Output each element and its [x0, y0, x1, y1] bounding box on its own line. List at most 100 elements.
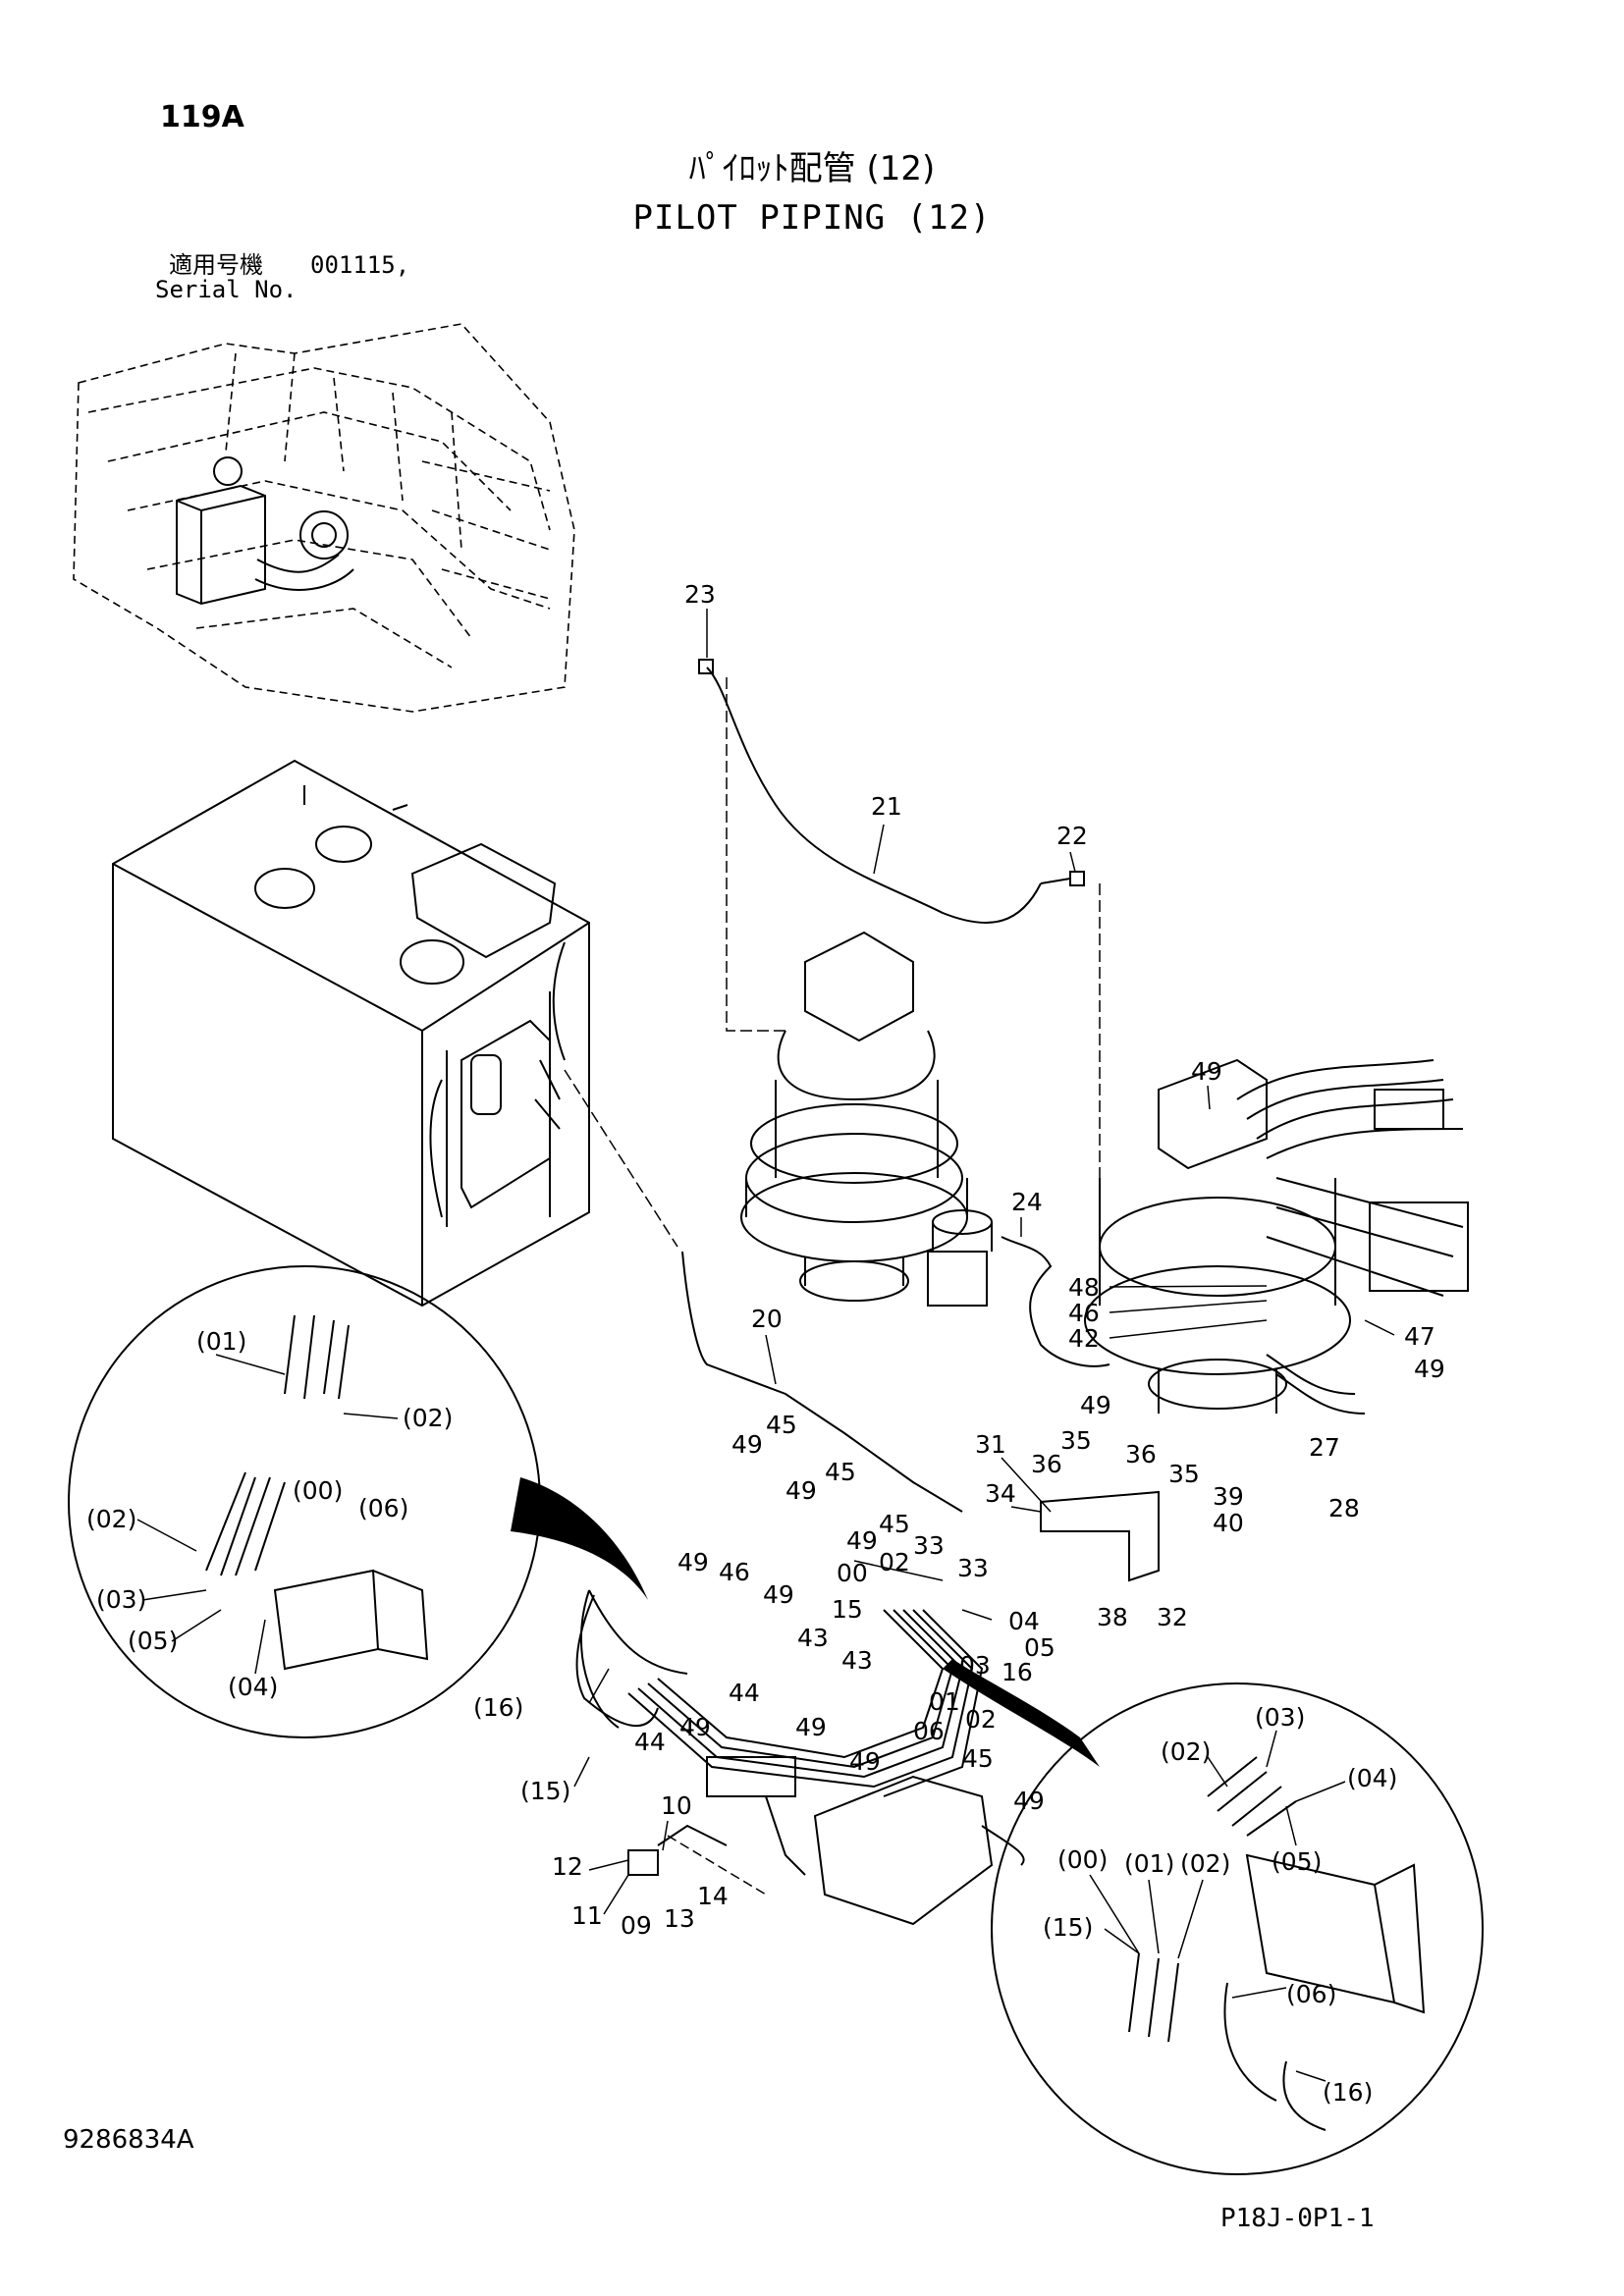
callout-45-c: 45 [879, 1510, 910, 1538]
callout-15-paren: (15) [520, 1777, 570, 1805]
fitting-22 [1069, 871, 1085, 886]
machine-overview [73, 323, 575, 713]
detail-left-01: (01) [196, 1327, 246, 1356]
callout-46-b: 46 [719, 1558, 750, 1586]
callout-35-a: 35 [1060, 1426, 1092, 1455]
callout-49-e: 49 [785, 1476, 817, 1505]
callout-00: 00 [837, 1559, 868, 1587]
callout-45-d: 45 [962, 1744, 994, 1773]
swing-motor-left [740, 931, 968, 1302]
callout-05: 05 [1024, 1633, 1056, 1662]
detail-left-02-b: (02) [86, 1505, 136, 1533]
callout-20: 20 [751, 1305, 783, 1333]
callout-10: 10 [661, 1791, 692, 1820]
detail-right-01: (01) [1124, 1849, 1174, 1878]
detail-right-16: (16) [1323, 2078, 1373, 2107]
detail-left-04: (04) [228, 1673, 278, 1701]
callout-03: 03 [959, 1651, 991, 1680]
callout-35-b: 35 [1168, 1460, 1200, 1488]
hydraulic-tank [112, 759, 590, 1308]
callout-49-h: 49 [763, 1580, 794, 1609]
serial-label-japanese: 適用号機 [169, 251, 263, 279]
callout-31: 31 [975, 1430, 1006, 1459]
callout-45-a: 45 [766, 1411, 797, 1439]
callout-40: 40 [1213, 1509, 1244, 1537]
callout-13: 13 [664, 1904, 695, 1933]
detail-left-03: (03) [96, 1585, 146, 1614]
callout-49-a: 49 [1191, 1057, 1222, 1086]
callout-32: 32 [1157, 1603, 1188, 1631]
hose-16 [575, 1594, 659, 1727]
callout-33-a: 33 [913, 1531, 945, 1560]
callout-44-b: 44 [634, 1728, 666, 1756]
small-valve-24 [927, 1209, 1110, 1367]
callout-04: 04 [1008, 1607, 1040, 1635]
callout-23: 23 [684, 580, 716, 609]
callout-49-k: 49 [849, 1747, 881, 1776]
callout-49-j: 49 [795, 1713, 827, 1741]
callout-36-a: 36 [1031, 1450, 1062, 1478]
detail-left-02-a: (02) [403, 1404, 453, 1432]
detail-left-05: (05) [128, 1627, 178, 1655]
callout-15: 15 [832, 1595, 863, 1624]
callout-49-c: 49 [1080, 1391, 1111, 1419]
callout-49-b: 49 [1414, 1355, 1445, 1383]
callout-49-i: 49 [679, 1713, 711, 1741]
callout-36-b: 36 [1125, 1440, 1157, 1468]
pipe-20 [681, 1251, 963, 1513]
callout-21: 21 [871, 792, 902, 821]
callout-12: 12 [552, 1852, 583, 1881]
title-japanese: ﾊﾟｲﾛｯﾄ配管 (12) [688, 149, 936, 188]
detail-right-06: (06) [1286, 1980, 1336, 2008]
callout-46-a: 46 [1068, 1299, 1100, 1327]
callout-14: 14 [697, 1882, 729, 1910]
detail-left-00: (00) [293, 1476, 343, 1505]
callout-45-b: 45 [825, 1458, 856, 1486]
pipe-21 [706, 667, 1042, 924]
page-number: 119A [160, 100, 244, 134]
detail-right-00: (00) [1057, 1845, 1108, 1874]
swing-motor-right [1084, 1058, 1469, 1415]
callout-43-a: 43 [797, 1624, 829, 1652]
detail-right-02-a: (02) [1161, 1737, 1211, 1766]
control-valve [706, 1756, 1025, 1926]
callout-38: 38 [1097, 1603, 1128, 1631]
callout-33-b: 33 [957, 1554, 989, 1582]
callout-01: 01 [929, 1687, 960, 1716]
callout-34: 34 [985, 1479, 1016, 1508]
detail-right-05: (05) [1272, 1847, 1322, 1876]
guide-line-20 [564, 1069, 678, 1248]
guide-line-21 [726, 677, 785, 1032]
callout-49-f: 49 [846, 1526, 878, 1555]
callouts-detail-left: (01) (02) (00) (06) (02) (03) (05) (04) [86, 1327, 453, 1701]
callout-48: 48 [1068, 1273, 1100, 1302]
callout-42: 42 [1068, 1324, 1100, 1353]
callout-22: 22 [1056, 822, 1088, 850]
callout-24: 24 [1011, 1188, 1043, 1216]
detail-right-15: (15) [1043, 1913, 1093, 1942]
leader-lines [136, 609, 1395, 2082]
page-code: P18J-0P1-1 [1220, 2204, 1375, 2233]
serial-value: 001115, [310, 251, 410, 279]
overview-highlight [176, 456, 354, 606]
callout-39: 39 [1213, 1482, 1244, 1511]
detail-left-06: (06) [358, 1494, 408, 1522]
detail-right-04: (04) [1347, 1764, 1397, 1792]
callouts-detail-right: (03) (02) (04) (05) (00) (01) (02) (15) … [1043, 1703, 1397, 2107]
callout-16: 16 [1001, 1658, 1033, 1686]
callout-44-a: 44 [729, 1679, 760, 1707]
detail-right-02-b: (02) [1180, 1849, 1230, 1878]
fitting-23 [698, 659, 714, 674]
callout-16-paren: (16) [473, 1693, 523, 1722]
serial-label-english: Serial No. [155, 276, 298, 303]
callout-11: 11 [571, 1901, 603, 1930]
pipe-bundle [580, 1589, 984, 1797]
drawing-number: 9286834A [63, 2125, 194, 2155]
callout-49-g: 49 [677, 1548, 709, 1576]
detail-circle-right [991, 1682, 1484, 2175]
callouts-main: 23 21 22 24 20 49 48 46 42 47 49 49 27 2… [473, 580, 1445, 1940]
detail-pointer-left [511, 1477, 648, 1600]
callout-43-b: 43 [841, 1646, 873, 1675]
title-english: PILOT PIPING (12) [632, 198, 992, 238]
